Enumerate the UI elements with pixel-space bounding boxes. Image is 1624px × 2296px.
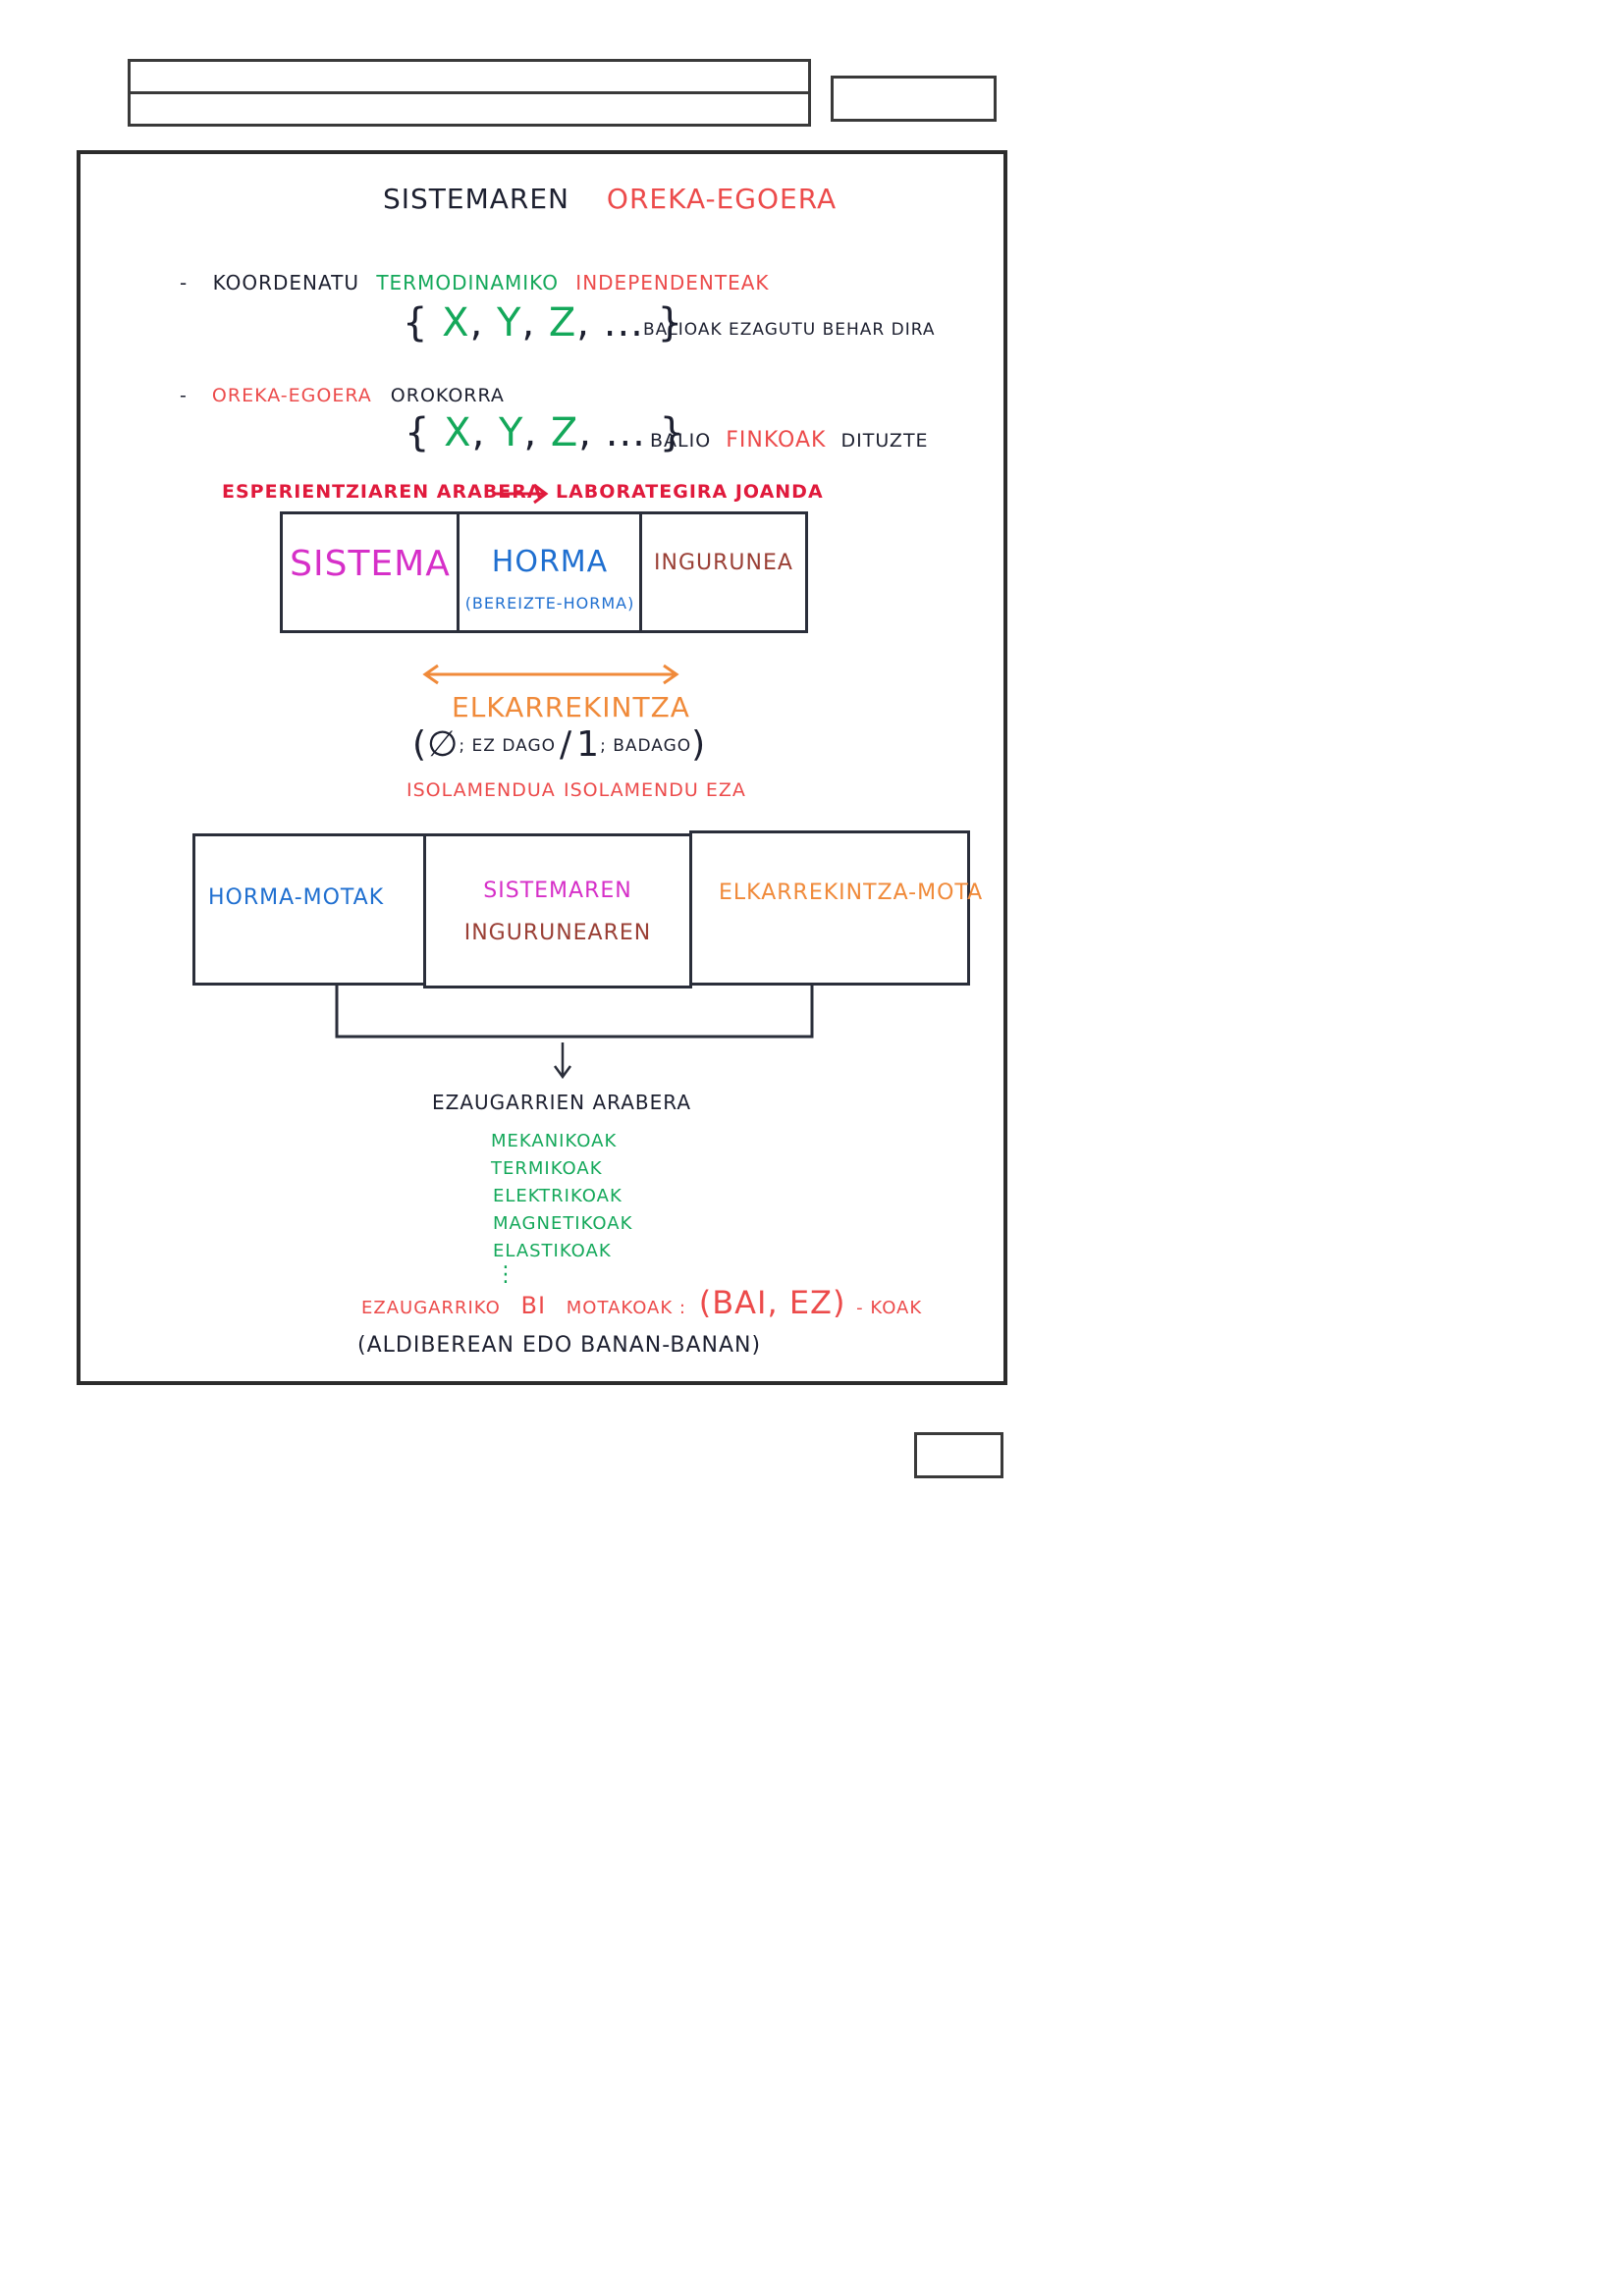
interaction-values: (∅; EZ DAGO/1; BADAGO): [412, 724, 706, 765]
page-title: SISTEMAREN OREKA-EGOERA: [383, 183, 837, 215]
coordinate-set-1: { X, Y, Z, ... }: [403, 300, 683, 346]
comma: ,: [523, 410, 538, 455]
system-surroundings-cell: [423, 833, 692, 988]
double-arrow-icon: [422, 664, 679, 685]
property-mechanical: MEKANIKOAK: [491, 1131, 618, 1151]
interaction-type-label: ELKARREKINTZA-MOTA: [719, 881, 984, 905]
var-x: X: [444, 410, 472, 455]
interaction-text: ; BADAGO: [600, 736, 692, 756]
no-isolation-label: ISOLAMENDU EZA: [564, 779, 746, 801]
brace-open: {: [405, 410, 431, 455]
wall-types-label: HORMA-MOTAK: [208, 885, 385, 910]
interaction-type-cell: [689, 830, 970, 986]
bullet-independent-coordinates: - KOORDENATU TERMODINAMIKO INDEPENDENTEA…: [180, 271, 770, 294]
comma: ,: [471, 410, 486, 455]
bullet1-note: BALIOAK EZAGUTU BEHAR DIRA: [643, 320, 936, 340]
properties-heading: EZAUGARRIEN ARABERA: [432, 1091, 692, 1114]
property-elastic: ELASTIKOAK: [493, 1241, 612, 1261]
system-label: SISTEMA: [290, 544, 451, 584]
wall-label: HORMA: [491, 545, 609, 579]
experiment-left: ESPERIENTZIAREN ARABERA: [222, 481, 543, 503]
note-b: FINKOAK: [726, 428, 827, 453]
bracket-connector: [335, 986, 814, 1080]
properties-summary: EZAUGARRIKO BI MOTAKOAK : (BAI, EZ) - KO…: [361, 1284, 922, 1321]
property-thermal: TERMIKOAK: [491, 1158, 603, 1179]
var-x: X: [442, 300, 470, 346]
isolation-label: ISOLAMENDUA: [406, 779, 556, 801]
experiment-right: LABORATEGIRA JOANDA: [556, 481, 824, 503]
coordinate-set-2: { X, Y, Z, ... }: [405, 410, 685, 455]
header-field-code: [831, 76, 997, 122]
summary-d: (BAI, EZ): [698, 1284, 846, 1321]
no-interaction-text: ; EZ DAGO: [459, 736, 557, 756]
summary-b: BI: [520, 1292, 547, 1319]
var-z: Z: [548, 300, 577, 346]
bullet-general-equilibrium: - OREKA-EGOERA OROKORRA: [180, 385, 505, 406]
bullet2-note: BALIO FINKOAK DITUZTE: [650, 428, 929, 453]
summary-a: EZAUGARRIKO: [361, 1298, 501, 1318]
header-field-1: [128, 59, 811, 94]
var-z: Z: [550, 410, 579, 455]
vertical-ellipsis: ⋮: [495, 1262, 517, 1287]
surroundings-cell: [639, 511, 808, 633]
empty-set-symbol: ∅: [427, 724, 460, 765]
bullet-dash: -: [180, 385, 188, 406]
paren-open: (: [412, 724, 428, 765]
system-of-label: SISTEMAREN: [483, 879, 632, 903]
summary-c: MOTAKOAK :: [566, 1298, 686, 1318]
ellipsis: , ...: [578, 410, 646, 455]
slash: /: [560, 724, 573, 765]
interaction-label: ELKARREKINTZA: [452, 691, 690, 723]
bullet2-word2: OROKORRA: [390, 385, 505, 406]
header-field-2: [128, 91, 811, 127]
bullet1-word3: INDEPENDENTEAK: [575, 271, 770, 294]
one-symbol: 1: [576, 724, 601, 765]
title-right: OREKA-EGOERA: [606, 183, 838, 215]
ellipsis: , ...: [576, 300, 644, 346]
summary-e: - KOAK: [856, 1298, 923, 1318]
title-left: SISTEMAREN: [383, 183, 570, 215]
brace-close: }: [659, 410, 686, 455]
var-y: Y: [499, 410, 524, 455]
paren-close: ): [691, 724, 707, 765]
property-magnetic: MAGNETIKOAK: [493, 1213, 633, 1234]
bullet1-word2: TERMODINAMIKO: [376, 271, 559, 294]
note-c: DITUZTE: [840, 430, 929, 452]
brace-close: }: [657, 300, 684, 346]
arrow-right-icon: [495, 483, 549, 505]
page-number-box: [914, 1432, 1003, 1478]
content-frame: [77, 150, 1007, 1385]
comma: ,: [469, 300, 484, 346]
comma: ,: [521, 300, 536, 346]
bullet2-word1: OREKA-EGOERA: [211, 385, 372, 406]
note-a: BALIO: [650, 430, 712, 452]
surroundings-of-label: INGURUNEAREN: [463, 921, 652, 945]
property-electrical: ELEKTRIKOAK: [493, 1186, 623, 1206]
bullet-dash: -: [180, 271, 189, 294]
bullet1-word1: KOORDENATU: [212, 271, 359, 294]
brace-open: {: [403, 300, 429, 346]
surroundings-label: INGURUNEA: [654, 551, 793, 575]
wall-sublabel: (BEREIZTE-HORMA): [464, 594, 635, 613]
properties-final: (ALDIBEREAN EDO BANAN-BANAN): [357, 1333, 762, 1358]
var-y: Y: [497, 300, 522, 346]
